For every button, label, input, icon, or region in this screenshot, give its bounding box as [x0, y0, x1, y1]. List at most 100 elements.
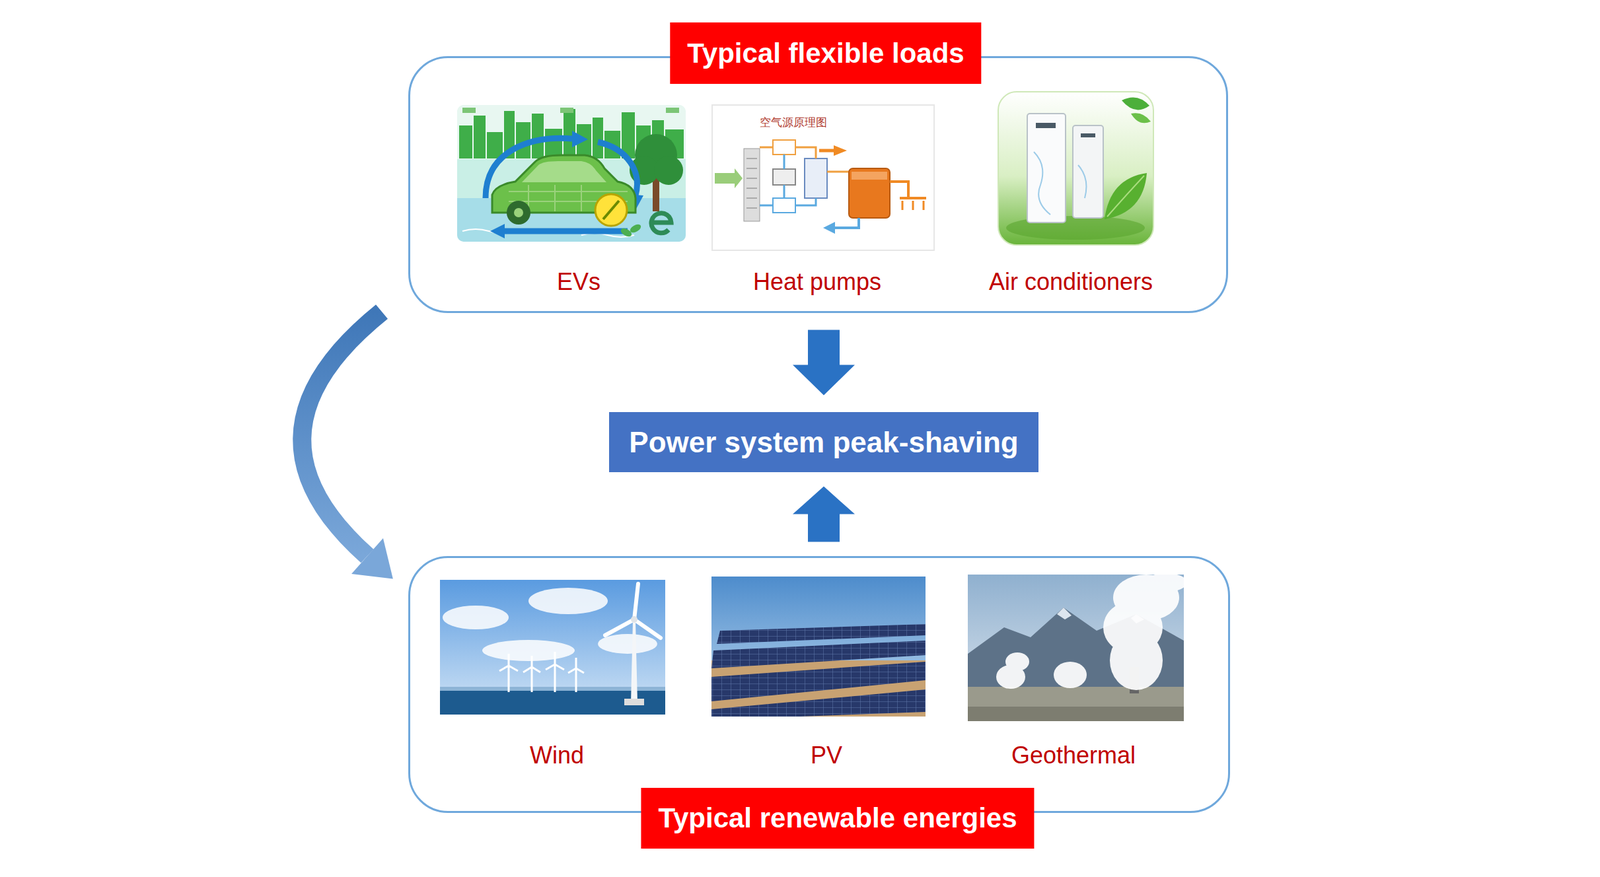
curved-arrow: [301, 311, 394, 580]
heat-pump-illustration-part: [851, 171, 888, 180]
wind-illustration-part-part: [523, 655, 541, 693]
air-conditioner-illustration-part: [1130, 112, 1151, 123]
box-label: Power system peak-shaving: [628, 412, 1019, 473]
heat-pump-illustration: [712, 105, 935, 251]
heat-pump-illustration-part: [712, 105, 935, 251]
air-conditioner-illustration-part: [1072, 125, 1104, 219]
ev-illustration-part-part: [531, 113, 544, 159]
ev-illustration-part: [572, 130, 588, 148]
pv-illustration-part: [716, 624, 926, 645]
air-conditioner-illustration-part: [1078, 165, 1087, 199]
ev-illustration-part: [654, 155, 684, 185]
air-conditioner-illustration: [998, 91, 1154, 246]
process-box: Power system peak-shaving: [609, 412, 1038, 473]
arrow-head: [351, 538, 394, 579]
item-node: Geothermal: [961, 574, 1186, 770]
ev-illustration-part-part: [459, 125, 473, 159]
ev-illustration-part: [457, 105, 686, 242]
heat-pump-illustration-part: [746, 158, 758, 209]
wind-illustration-part-part: [499, 654, 518, 693]
wind-illustration-part: [439, 580, 666, 715]
heat-pump-illustration-part: [804, 158, 828, 199]
ev-illustration-part: [506, 200, 531, 225]
air-conditioner-illustration-part: [1033, 151, 1051, 215]
wind-illustration-part-part: [568, 657, 584, 693]
heat-pump-illustration-part: [743, 148, 760, 222]
heat-pump-illustration-part: [772, 198, 796, 213]
ev-illustration-part: [651, 213, 672, 234]
heat-pump-illustration-part: [889, 181, 927, 199]
geothermal-illustration-part: [1056, 607, 1072, 620]
ev-illustration-part: [462, 229, 635, 238]
item-label: EVs: [556, 267, 601, 296]
heat-pump-illustration-part: [734, 168, 743, 189]
item-node: Wind: [444, 574, 670, 770]
ev-illustration-part-part: [486, 132, 503, 159]
arrow-shape: [792, 330, 855, 396]
ev-illustration-part: [603, 200, 619, 220]
geothermal-illustration-part: [967, 687, 1184, 722]
air-conditioner-illustration-part: [1080, 133, 1096, 138]
geothermal-illustration-part-part: [1005, 652, 1030, 672]
geothermal-illustration-part: [967, 706, 1184, 722]
ev-illustration-part: [521, 161, 607, 183]
heat-pump-illustration-part: [833, 145, 847, 156]
item-node: PV: [714, 574, 939, 770]
item-label: Heat pumps: [753, 267, 882, 296]
ev-illustration-part: [595, 194, 627, 226]
heat-pump-illustration-part: [759, 154, 816, 206]
pv-illustration: [711, 576, 926, 717]
item-node: EVs: [466, 91, 691, 296]
item-label: Geothermal: [1011, 741, 1136, 770]
illustration-caption: 空气源原理图: [759, 114, 828, 131]
arrow-shaft: [301, 311, 382, 557]
wind-illustration-part-part: [482, 640, 575, 662]
wind-illustration: [439, 580, 666, 715]
ev-illustration-part-part: [560, 107, 574, 113]
group-panel: EVsHeat pumpsAir conditionersTypical fle…: [408, 56, 1229, 314]
wind-illustration-part-part: [597, 634, 658, 655]
wind-illustration-part: [624, 698, 645, 706]
geothermal-illustration-part: [967, 574, 1184, 722]
ev-illustration-part: [513, 208, 524, 218]
air-conditioner-illustration-part: [1027, 113, 1066, 223]
group-panel: WindPVGeothermalTypical renewable energi…: [408, 556, 1231, 814]
arrow-shape: [792, 486, 855, 543]
wind-illustration-part-part: [528, 587, 608, 615]
heat-pump-illustration-part: [823, 221, 836, 234]
heat-pump-illustration-part: [819, 149, 834, 153]
heat-pump-illustration-part: [902, 200, 924, 211]
wind-illustration-part-part: [442, 605, 509, 630]
item-node: Air conditioners: [951, 91, 1190, 296]
heat-pump-illustration-part: [772, 169, 796, 185]
heat-pump-illustration-part: [833, 218, 859, 228]
ev-illustration-part-part: [545, 128, 563, 159]
heat-pump-illustration-part: [848, 168, 890, 219]
heat-pump-illustration-part: [772, 140, 796, 155]
air-conditioner-illustration-part: [1104, 173, 1147, 220]
geothermal-illustration-part: [996, 574, 1184, 691]
item-label: Air conditioners: [988, 267, 1153, 296]
ev-illustration-part: [504, 228, 628, 235]
pv-illustration-part: [711, 689, 926, 717]
wind-illustration-part: [630, 620, 638, 704]
ev-illustration-part-part: [462, 107, 476, 113]
air-conditioner-illustration-part: [1121, 97, 1150, 111]
ev-illustration-part-part: [592, 117, 604, 159]
air-conditioner-illustration-part: [998, 91, 1154, 246]
geothermal-illustration: [967, 574, 1184, 722]
panel-heading: Typical renewable energies: [640, 788, 1034, 849]
wind-illustration-part: [630, 616, 638, 623]
geothermal-illustration-part-part: [1144, 574, 1184, 592]
wind-illustration-part-part: [545, 652, 565, 693]
item-label: Wind: [529, 741, 584, 770]
geothermal-illustration-part-part: [1053, 661, 1087, 689]
wind-illustration-part: [499, 652, 584, 693]
ev-illustration-part: [462, 107, 680, 113]
item-label: PV: [810, 741, 843, 770]
wind-illustration-part: [605, 583, 661, 639]
air-conditioner-illustration-part: [1035, 122, 1056, 129]
ev-illustration-part: [619, 226, 634, 239]
panel-heading: Typical flexible loads: [669, 22, 982, 84]
